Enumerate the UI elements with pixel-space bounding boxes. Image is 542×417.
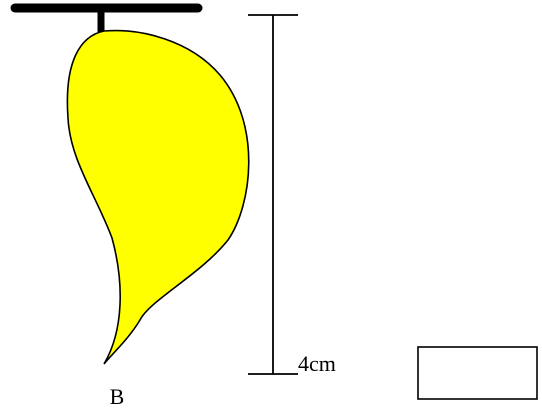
answer-box[interactable] bbox=[417, 346, 538, 400]
yellow-leaf-shape bbox=[66, 29, 250, 365]
measurement-label: 4cm bbox=[298, 351, 336, 376]
figure-label: B bbox=[110, 384, 125, 409]
